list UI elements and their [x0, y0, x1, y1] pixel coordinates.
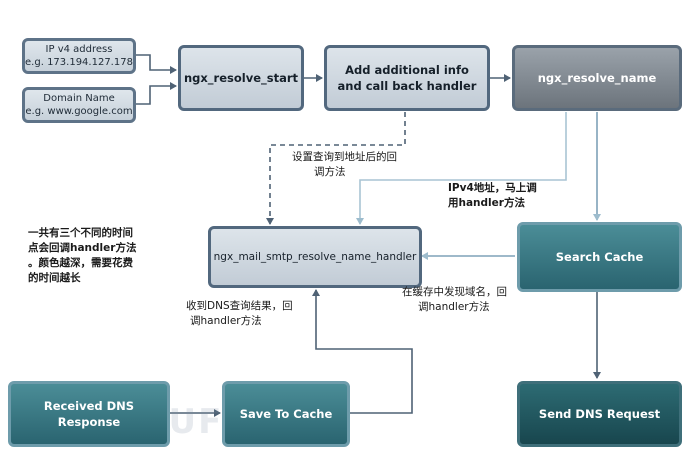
cache-found-line1: 在缓存中发现域名，回	[402, 286, 507, 298]
ipv4-line1: IP v4 address	[45, 44, 113, 55]
set-query-note: 设置查询到地址后的回 调方法	[292, 150, 397, 180]
addinfo-line1: Add additional info	[345, 63, 469, 77]
legend-note: 一共有三个不同的时间 点会回调handler方法 。颜色越深，需要花费 的时间越…	[28, 226, 136, 286]
cache-found-note: 在缓存中发现域名，回 调handler方法	[402, 285, 507, 315]
arrow-ipv4-to-start	[134, 54, 177, 74]
ngx-resolve-name-box: ngx_resolve_name	[512, 45, 682, 111]
search-cache-label: Search Cache	[555, 250, 644, 264]
domain-name-box: Domain Name e.g. www.google.com	[22, 87, 136, 123]
save-to-cache-box: Save To Cache	[222, 381, 350, 447]
legend-line2: 点会回调handler方法	[28, 242, 137, 254]
dns-result-line2: 调handler方法	[190, 315, 262, 327]
ipv4-call-line2: 用handler方法	[448, 197, 525, 209]
cache-found-line2: 调handler方法	[418, 301, 490, 313]
set-query-line1: 设置查询到地址后的回	[292, 151, 397, 163]
start-label: ngx_resolve_start	[183, 71, 299, 85]
ipv4-address-box: IP v4 address e.g. 173.194.127.178	[22, 38, 136, 74]
send-dns-box: Send DNS Request	[517, 381, 682, 447]
ipv4-call-note: IPv4地址，马上调 用handler方法	[448, 181, 537, 211]
resolve-name-label: ngx_resolve_name	[537, 71, 657, 85]
add-info-box: Add additional info and call back handle…	[324, 45, 490, 111]
arrow-domain-to-start	[134, 82, 177, 105]
ngx-resolve-start-box: ngx_resolve_start	[178, 45, 304, 111]
legend-line1: 一共有三个不同的时间	[28, 227, 133, 239]
dns-result-line1: 收到DNS查询结果，回	[186, 300, 293, 312]
arrow-addinfo-to-handler-dashed	[266, 112, 406, 225]
received-dns-box: Received DNS Response	[8, 381, 170, 447]
arrow-resolve-to-handler-light	[356, 112, 567, 225]
ipv4-call-line1: IPv4地址，马上调	[448, 182, 537, 194]
set-query-line2: 调方法	[314, 166, 346, 178]
save-cache-label: Save To Cache	[239, 407, 333, 421]
received-label: Received DNS Response	[43, 399, 135, 429]
send-dns-label: Send DNS Request	[538, 407, 661, 421]
legend-line4: 的时间越长	[28, 272, 81, 284]
dns-result-note: 收到DNS查询结果，回 调handler方法	[186, 299, 293, 329]
domain-line1: Domain Name	[43, 93, 115, 104]
handler-label: ngx_mail_smtp_resolve_name_handler	[213, 251, 417, 263]
handler-box: ngx_mail_smtp_resolve_name_handler	[208, 226, 422, 288]
arrow-save-to-handler	[312, 289, 413, 414]
search-cache-box: Search Cache	[517, 222, 682, 292]
ipv4-line2: e.g. 173.194.127.178	[25, 57, 133, 68]
domain-line2: e.g. www.google.com	[25, 106, 133, 117]
addinfo-line2: and call back handler	[337, 79, 477, 93]
legend-line3: 。颜色越深，需要花费	[28, 257, 133, 269]
